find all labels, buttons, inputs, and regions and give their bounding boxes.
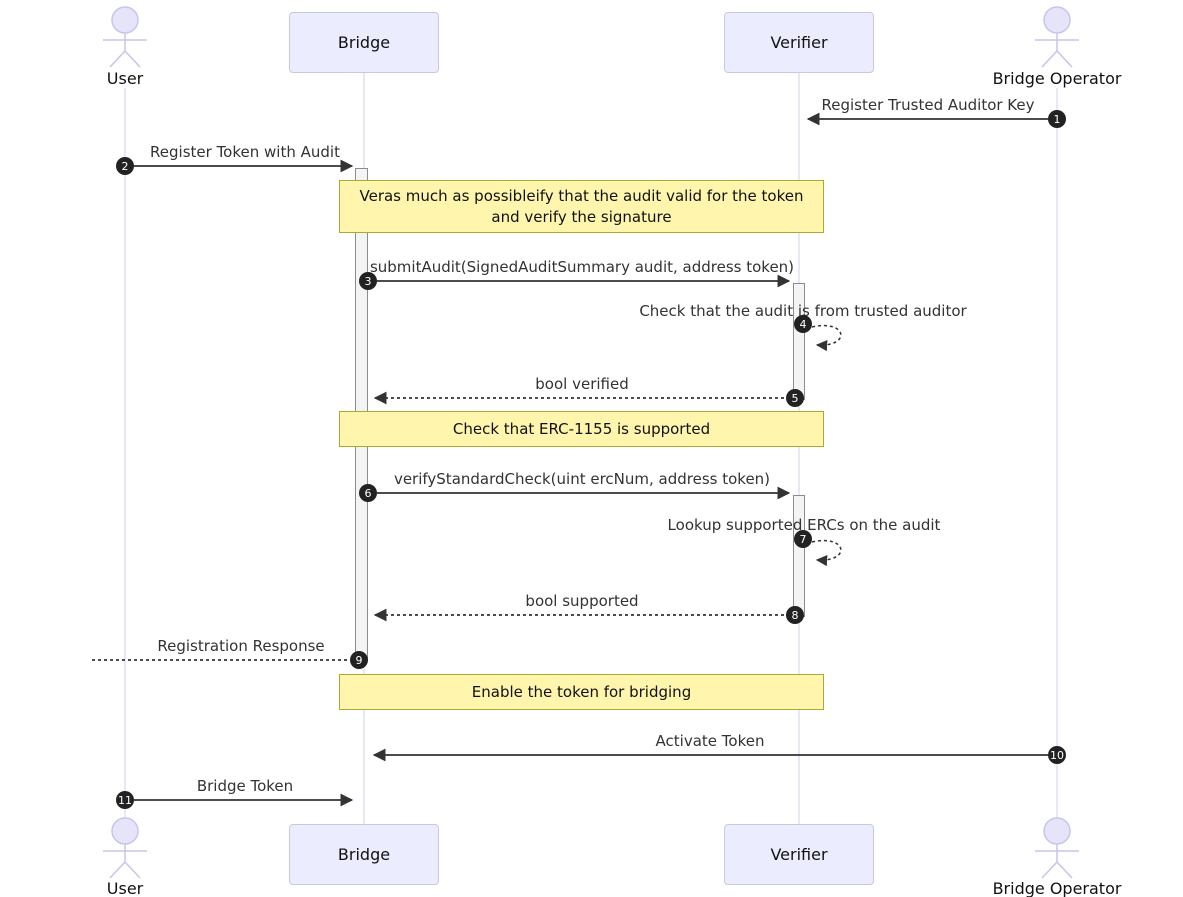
actor-icon-user-bottom xyxy=(95,817,155,879)
msg-label-11: Bridge Token xyxy=(196,777,294,795)
participant-bridge-bottom: Bridge xyxy=(289,824,439,885)
seq-badge-2: 2 xyxy=(116,157,134,175)
actor-icon-bridge-operator-top xyxy=(1027,6,1087,68)
seq-badge-8: 8 xyxy=(786,606,804,624)
msg-label-5: bool verified xyxy=(535,375,629,393)
msg-label-6: verifyStandardCheck(uint ercNum, address… xyxy=(393,470,771,488)
seq-badge-10: 10 xyxy=(1048,746,1066,764)
msg-label-10: Activate Token xyxy=(655,732,765,750)
seq-badge-9: 9 xyxy=(350,651,368,669)
actor-label-user-top: User xyxy=(106,69,144,88)
msg-label-7: Lookup supported ERCs on the audit xyxy=(667,516,941,534)
seq-badge-1: 1 xyxy=(1048,110,1066,128)
seq-badge-4: 4 xyxy=(794,315,812,333)
actor-label-user-bottom: User xyxy=(106,879,144,897)
arrow-msg-7-selfloop xyxy=(811,539,842,567)
seq-badge-5: 5 xyxy=(786,389,804,407)
actor-label-bridge-operator-bottom: Bridge Operator xyxy=(992,879,1122,897)
msg-label-9: Registration Response xyxy=(157,637,325,655)
msg-label-3: submitAudit(SignedAuditSummary audit, ad… xyxy=(369,258,795,276)
note-verify-audit: Veras much as possibleify that the audit… xyxy=(339,180,824,233)
msg-label-2: Register Token with Audit xyxy=(150,143,340,161)
msg-label-4: Check that the audit is from trusted aud… xyxy=(639,302,967,320)
seq-badge-7: 7 xyxy=(794,530,812,548)
seq-badge-11: 11 xyxy=(116,791,134,809)
actor-icon-user-top xyxy=(95,6,155,68)
participant-bridge-top: Bridge xyxy=(289,12,439,73)
msg-label-8: bool supported xyxy=(525,592,639,610)
participant-verifier-top: Verifier xyxy=(724,12,874,73)
note-enable-token: Enable the token for bridging xyxy=(339,674,824,710)
msg-label-1: Register Trusted Auditor Key xyxy=(821,96,1035,114)
seq-badge-6: 6 xyxy=(359,484,377,502)
actor-icon-bridge-operator-bottom xyxy=(1027,817,1087,879)
seq-badge-3: 3 xyxy=(359,272,377,290)
arrow-msg-4-selfloop xyxy=(811,324,842,352)
participant-verifier-bottom: Verifier xyxy=(724,824,874,885)
note-check-erc1155: Check that ERC-1155 is supported xyxy=(339,411,824,447)
actor-label-bridge-operator-top: Bridge Operator xyxy=(992,69,1122,88)
